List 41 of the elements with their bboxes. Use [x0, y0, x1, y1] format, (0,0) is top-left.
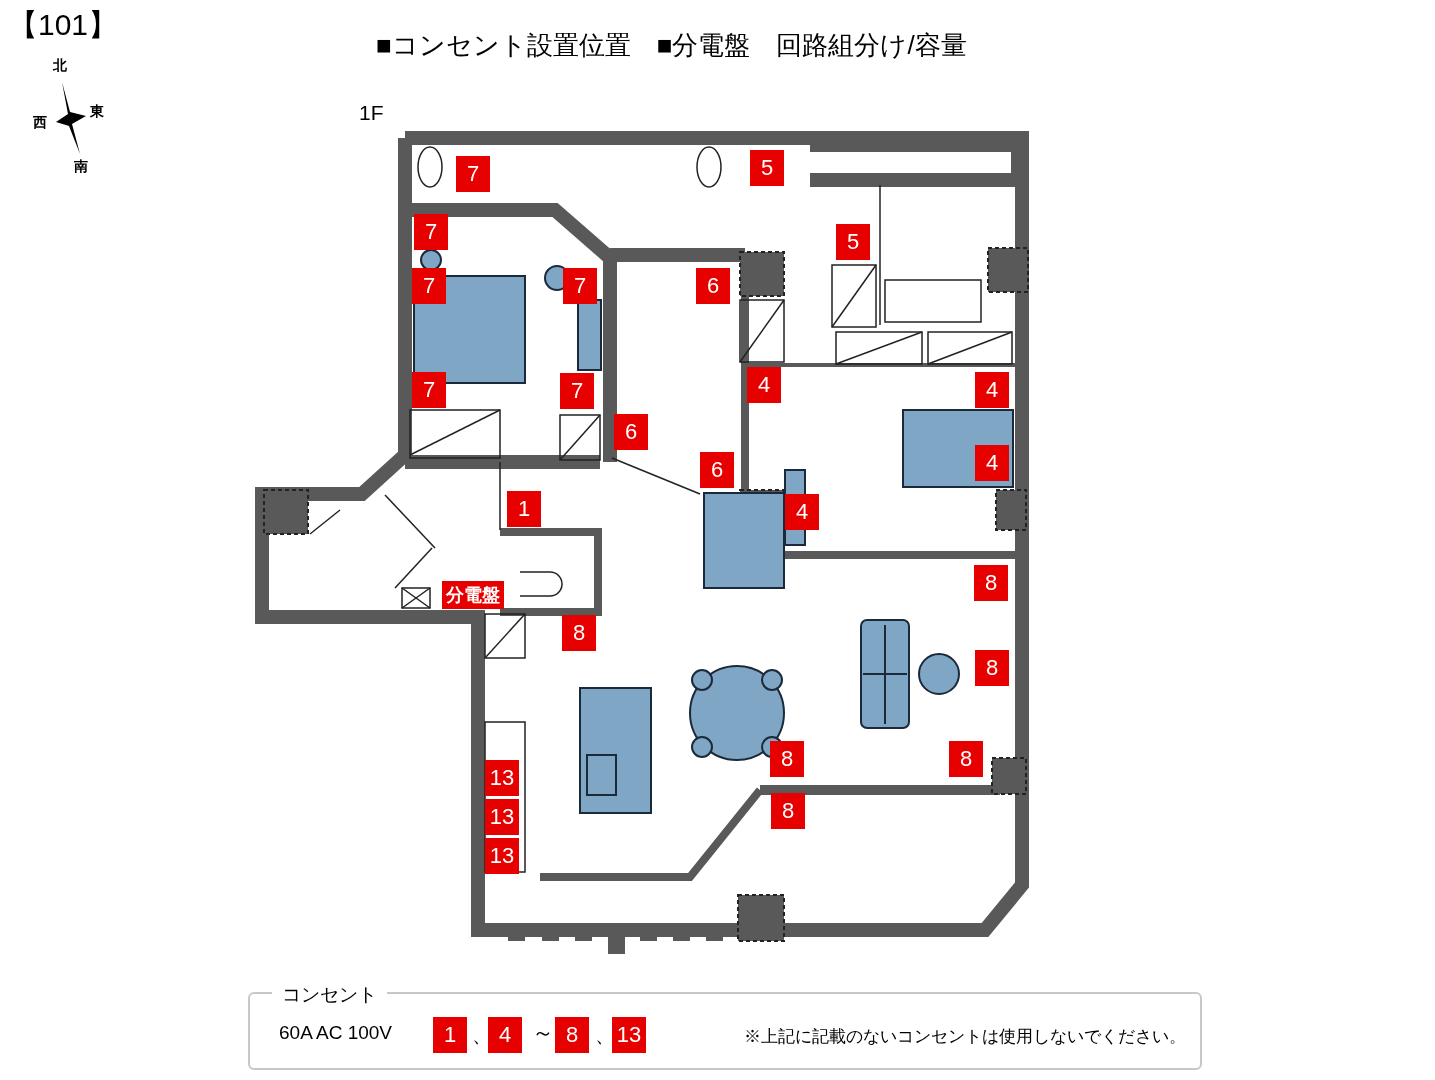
- distribution-board-marker: 分電盤: [442, 581, 504, 609]
- outlet-marker: 5: [836, 224, 870, 260]
- outlet-marker: 13: [485, 799, 519, 835]
- separator-text: ～: [532, 1019, 554, 1047]
- outlet-marker: 1: [507, 491, 541, 527]
- outlet-marker: 7: [563, 268, 597, 304]
- outlet-marker: 4: [488, 1017, 522, 1053]
- outlet-marker: 7: [414, 214, 448, 250]
- floor-label: 1F: [359, 101, 384, 125]
- outlet-marker: 13: [485, 838, 519, 874]
- outlet-marker: 8: [770, 741, 804, 777]
- outlet-marker: 5: [750, 150, 784, 186]
- outlet-marker: 4: [747, 367, 781, 403]
- compass-label: 南: [74, 158, 88, 176]
- outlet-marker: 8: [949, 741, 983, 777]
- outlet-marker: 6: [696, 268, 730, 304]
- outlet-marker: 1: [433, 1017, 467, 1053]
- outlet-marker: 4: [785, 494, 819, 530]
- outlet-marker: 13: [612, 1017, 646, 1053]
- outlet-marker: 7: [412, 268, 446, 304]
- outlet-marker: 8: [974, 565, 1008, 601]
- outlet-marker: 7: [412, 372, 446, 408]
- outlet-marker: 8: [771, 793, 805, 829]
- outlet-marker: 8: [555, 1017, 589, 1053]
- page-title: ■コンセント設置位置 ■分電盤 回路組分け/容量: [376, 29, 967, 62]
- outlet-marker: 7: [456, 156, 490, 192]
- outlet-marker: 4: [975, 372, 1009, 408]
- rating-text: 60A AC 100V: [279, 1022, 393, 1044]
- compass-label: 東: [90, 103, 104, 121]
- unit-number: 【101】: [8, 7, 119, 43]
- outlet-marker: 6: [614, 414, 648, 450]
- outlet-marker: 4: [975, 445, 1009, 481]
- outlet-marker: 8: [562, 615, 596, 651]
- outlet-marker: 13: [485, 760, 519, 796]
- note-text: ※上記に記載のないコンセントは使用しないでください。: [744, 1026, 1186, 1048]
- outlet-marker: 8: [975, 650, 1009, 686]
- compass-label: 北: [53, 57, 67, 75]
- outlet-marker: 6: [700, 452, 734, 488]
- outlet-marker: 7: [560, 373, 594, 409]
- separator-text: 、: [595, 1023, 615, 1048]
- compass-label: 西: [33, 114, 47, 132]
